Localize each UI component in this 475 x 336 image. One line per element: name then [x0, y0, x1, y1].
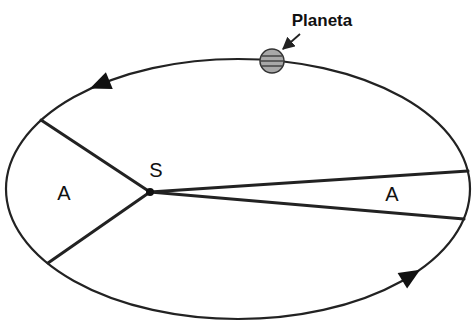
area-label: A	[385, 183, 398, 205]
sun-label: S	[149, 159, 162, 181]
orbit-ellipse	[6, 59, 470, 319]
planet-label: Planeta	[292, 12, 352, 31]
sun-dot	[146, 188, 154, 196]
planet-symbol	[260, 49, 284, 73]
direction-arrowhead	[86, 72, 112, 97]
leader-arrow	[283, 34, 300, 49]
area-label: A	[57, 182, 70, 204]
area-sector-lines	[41, 120, 468, 263]
direction-arrowhead	[398, 262, 425, 288]
